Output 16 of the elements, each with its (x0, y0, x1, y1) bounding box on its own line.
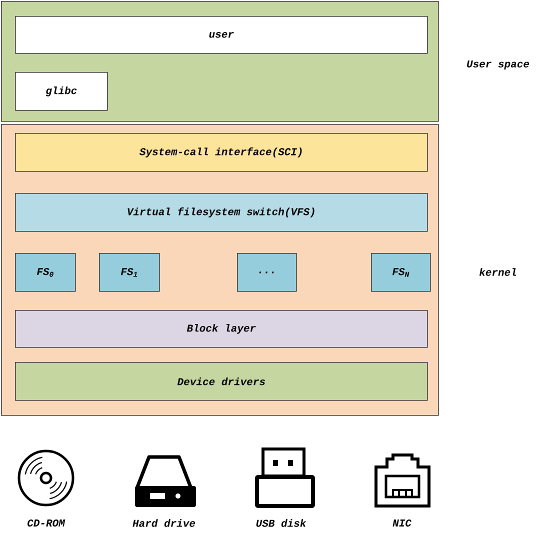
layer-box: Virtual filesystem switch(VFS) (15, 193, 428, 232)
layer-box: ... (237, 253, 297, 292)
layer-box: FS$_{0}$ (15, 253, 76, 292)
layer-box: FS$_{1}$ (99, 253, 160, 292)
device-label: NIC (392, 519, 412, 527)
layer-box: user (15, 16, 428, 54)
device-label: USB disk (256, 519, 306, 527)
device-label: Hard drive (132, 519, 196, 527)
device-label: CD-ROM (28, 519, 66, 527)
layer-box: FS$_{N}$ (371, 253, 431, 292)
layer-box: System-call interface(SCI) (15, 133, 428, 172)
layer-box: Device drivers (15, 362, 428, 401)
layer-box: glibc (15, 72, 108, 111)
layer-box: Block layer (15, 310, 428, 348)
side-label: User space (467, 60, 530, 70)
side-label: kernel (479, 268, 516, 276)
